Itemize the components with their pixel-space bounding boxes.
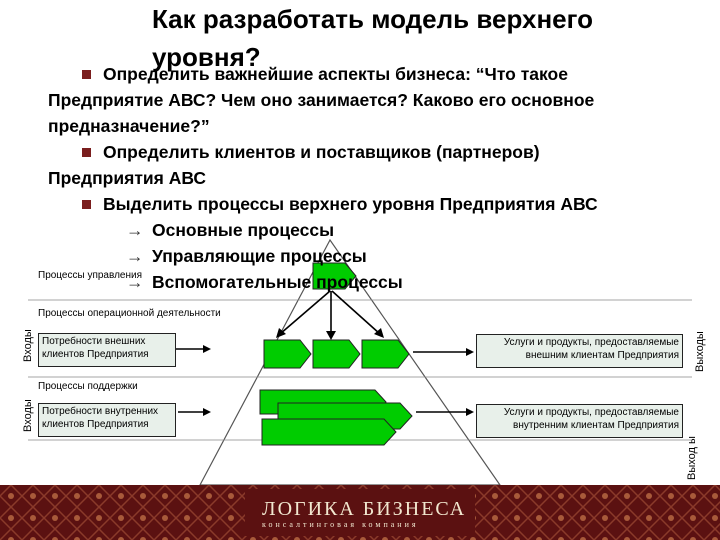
slide-title: Как разработать модель верхнего уровня?: [152, 4, 593, 72]
mgmt-arrow-left: [279, 290, 331, 335]
bullet-square-icon: [82, 199, 91, 209]
management-processes-label: Процессы управления: [38, 270, 142, 281]
bullet-1-line-2: Предприятие АВС? Чем оно занимается? Как…: [48, 90, 595, 110]
sub-bullet-1: → Основные процессы: [48, 217, 708, 243]
internal-products-box: Услуги и продукты, предоставляемые внутр…: [476, 404, 683, 438]
footer-pattern: [0, 485, 720, 540]
arrow-right-icon: →: [126, 220, 144, 240]
footer-banner: [0, 485, 720, 540]
sub-bullet-2-text: Управляющие процессы: [152, 246, 367, 266]
inputs-label-support: Входы: [22, 399, 34, 432]
company-logo-text: ЛОГИКА БИЗНЕСА: [262, 498, 467, 520]
management-process-shape: [312, 262, 357, 290]
bullet-3: Выделить процессы верхнего уровня Предпр…: [48, 191, 708, 217]
arrow-right-icon: →: [126, 246, 144, 266]
mgmt-arrowhead-left: [276, 328, 286, 338]
core-process-2: [312, 339, 361, 369]
bullet-2-line-2: Предприятия АВС: [48, 168, 206, 188]
mgmt-arrow-right: [331, 290, 381, 335]
bullet-2-line-1: Определить клиентов и поставщиков (партн…: [103, 142, 540, 162]
outputs-label-ops: Выходы: [694, 331, 706, 372]
arrow-right-icon: →: [126, 272, 144, 292]
bullet-2: Определить клиентов и поставщиков (партн…: [48, 139, 708, 165]
bullet-1-line-3: предназначение?”: [48, 116, 210, 136]
bullet-1: Определить важнейшие аспекты бизнеса: “Ч…: [48, 61, 708, 87]
support-out-arrowhead: [466, 408, 474, 416]
ops-out-arrowhead: [466, 348, 474, 356]
outputs-label-support: Выход ы: [686, 436, 698, 480]
inputs-label-ops: Входы: [22, 329, 34, 362]
support-in-arrowhead: [203, 408, 211, 416]
external-products-box: Услуги и продукты, предоставляемые внешн…: [476, 334, 683, 368]
bullet-square-icon: [82, 147, 91, 157]
ops-in-arrowhead: [203, 345, 211, 353]
support-processes-label: Процессы поддержки: [38, 381, 138, 392]
bullet-1-line-1: Определить важнейшие аспекты бизнеса: “Ч…: [103, 64, 568, 84]
bullet-square-icon: [82, 69, 91, 79]
support-process-3: [261, 418, 397, 446]
mgmt-arrowhead-center: [326, 331, 336, 340]
operational-processes-label: Процессы операционной деятельности: [38, 308, 221, 319]
external-needs-box: Потребности внешних клиентов Предприятия: [38, 333, 176, 367]
sub-bullet-3-text: Вспомогательные процессы: [152, 272, 403, 292]
core-process-3: [361, 339, 410, 369]
sub-bullet-3: → Вспомогательные процессы: [48, 269, 708, 295]
sub-bullet-2: → Управляющие процессы: [48, 243, 708, 269]
internal-needs-box: Потребности внутренних клиентов Предприя…: [38, 403, 176, 437]
sub-bullet-1-text: Основные процессы: [152, 220, 335, 240]
core-process-1: [263, 339, 312, 369]
bullet-3-line-1: Выделить процессы верхнего уровня Предпр…: [103, 194, 598, 214]
bullet-list: Определить важнейшие аспекты бизнеса: “Ч…: [48, 61, 708, 295]
company-logo-subtitle: консалтинговая компания: [262, 520, 419, 529]
mgmt-arrowhead-right: [374, 328, 384, 338]
